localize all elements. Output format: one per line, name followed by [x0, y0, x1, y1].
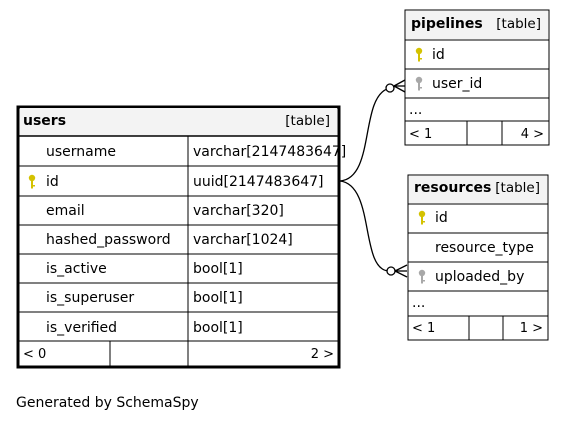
column-type: bool[1]	[193, 261, 243, 277]
column-name: email	[46, 203, 85, 219]
users-kind: [table]	[285, 113, 330, 129]
column-type: bool[1]	[193, 290, 243, 306]
pipelines-row-user-id[interactable]: user_id	[415, 76, 483, 92]
column-name: resource_type	[435, 240, 534, 256]
column-name: uploaded_by	[435, 269, 524, 285]
users-row-hashed-password[interactable]: hashed_password varchar[1024]	[46, 232, 293, 248]
column-type: varchar[320]	[193, 203, 284, 219]
users-row-username[interactable]: username varchar[2147483647]	[46, 144, 346, 160]
resources-row-uploaded-by[interactable]: uploaded_by	[418, 269, 525, 285]
users-row-id[interactable]: id uuid[2147483647]	[28, 174, 324, 190]
users-title: users	[23, 113, 66, 129]
resources-title: resources	[414, 180, 491, 196]
column-type: uuid[2147483647]	[193, 174, 324, 190]
table-users[interactable]: users [table] username varchar[214748364…	[16, 105, 346, 369]
users-parents-count[interactable]: < 0	[23, 347, 46, 362]
users-header	[20, 108, 337, 136]
resources-parents-count[interactable]: < 1	[412, 321, 435, 336]
column-name: hashed_password	[46, 232, 171, 248]
pipelines-row-id[interactable]: id	[415, 47, 445, 63]
resources-children-count[interactable]: 1 >	[520, 321, 543, 336]
column-name: id	[46, 174, 59, 190]
relationship-users-pipelines	[339, 79, 406, 182]
column-type: varchar[1024]	[193, 232, 293, 248]
table-resources[interactable]: resources [table] id resource_type uploa…	[407, 174, 549, 341]
column-type: bool[1]	[193, 320, 243, 336]
column-name: is_active	[46, 261, 107, 277]
resources-row-resource-type[interactable]: resource_type	[435, 240, 534, 256]
pipelines-header	[406, 11, 548, 39]
resources-row-id[interactable]: id	[418, 210, 448, 226]
pipelines-title: pipelines	[411, 16, 483, 32]
column-name: username	[46, 144, 116, 160]
pipelines-more-columns: ...	[409, 102, 422, 118]
resources-kind: [table]	[495, 180, 540, 196]
users-row-is-verified[interactable]: is_verified bool[1]	[46, 320, 243, 336]
pipelines-children-count[interactable]: 4 >	[521, 127, 544, 142]
relationship-users-resources	[339, 180, 408, 278]
users-row-is-superuser[interactable]: is_superuser bool[1]	[46, 290, 243, 306]
column-name: is_verified	[46, 320, 117, 336]
table-pipelines[interactable]: pipelines [table] id user_id ... < 1 4 >	[404, 9, 550, 146]
resources-header	[409, 176, 547, 203]
generated-by-footer: Generated by SchemaSpy	[16, 395, 199, 411]
column-name: id	[435, 210, 448, 226]
pipelines-parents-count[interactable]: < 1	[409, 127, 432, 142]
pipelines-kind: [table]	[496, 16, 541, 32]
column-type: varchar[2147483647]	[193, 144, 346, 160]
users-children-count[interactable]: 2 >	[311, 347, 334, 362]
column-name: is_superuser	[46, 290, 134, 306]
column-name: user_id	[432, 76, 482, 92]
users-row-email[interactable]: email varchar[320]	[46, 203, 284, 219]
users-row-is-active[interactable]: is_active bool[1]	[46, 261, 243, 277]
column-name: id	[432, 47, 445, 63]
resources-more-columns: ...	[412, 295, 425, 311]
